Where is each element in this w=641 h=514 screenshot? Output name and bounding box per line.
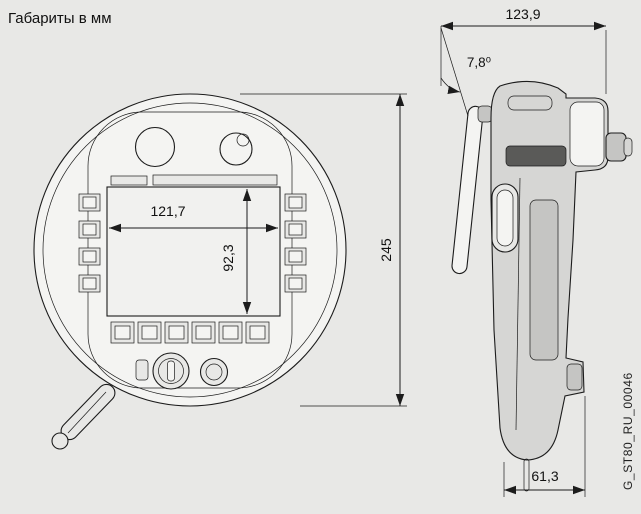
dimension-screen-height: 92,3 bbox=[220, 189, 252, 314]
illuminated-pushbutton-cap bbox=[205, 363, 223, 381]
side-view bbox=[451, 80, 633, 492]
cable-gland-cap bbox=[623, 137, 633, 157]
grip-opening-inner bbox=[496, 189, 514, 247]
device-inner-circle bbox=[42, 102, 338, 398]
display-housing-face bbox=[569, 101, 605, 167]
key-switch-ring bbox=[158, 358, 184, 384]
housing-dark-band bbox=[505, 145, 567, 167]
side-handle bbox=[451, 105, 484, 275]
label-strip-right bbox=[152, 174, 278, 186]
sensor-circle bbox=[219, 132, 253, 166]
label-strip-left bbox=[110, 175, 148, 186]
illuminated-pushbutton bbox=[199, 357, 229, 387]
angle-arc bbox=[440, 77, 461, 94]
dimension-side-bottom-width: 61,3 bbox=[503, 396, 586, 497]
display-screen bbox=[106, 186, 281, 317]
extension-line-slanted bbox=[440, 27, 469, 117]
function-key-cap bbox=[82, 277, 97, 290]
buzzer-circle bbox=[134, 126, 176, 168]
function-key-cap bbox=[141, 325, 158, 340]
tilt-angle-value: 7,8⁰ bbox=[467, 55, 491, 70]
key-row-bottom bbox=[110, 321, 270, 344]
lever-axis-line bbox=[67, 391, 107, 434]
side-top-width-value: 123,9 bbox=[505, 6, 540, 22]
overall-height-value: 245 bbox=[378, 238, 394, 262]
function-key-cap bbox=[82, 196, 97, 209]
function-key-cap bbox=[168, 325, 185, 340]
screen-width-value: 121,7 bbox=[150, 203, 185, 219]
function-key-cap bbox=[288, 277, 303, 290]
dimension-overall-height: 245 bbox=[240, 93, 407, 407]
key-column-right bbox=[284, 193, 307, 293]
rear-foot bbox=[566, 363, 583, 391]
dimension-tilt-angle: 7,8⁰ bbox=[440, 26, 491, 94]
function-key-cap bbox=[222, 325, 239, 340]
function-key-cap bbox=[82, 250, 97, 263]
handle-hinge bbox=[477, 105, 493, 123]
side-bottom-width-value: 61,3 bbox=[531, 468, 558, 484]
function-key-cap bbox=[288, 250, 303, 263]
key-column-left bbox=[78, 193, 101, 293]
function-key-cap bbox=[288, 223, 303, 236]
function-key-cap bbox=[249, 325, 266, 340]
function-key-cap bbox=[288, 196, 303, 209]
function-key-cap bbox=[82, 223, 97, 236]
dimension-side-top-width: 123,9 bbox=[440, 6, 607, 117]
top-slot bbox=[507, 95, 553, 111]
connector-slot bbox=[135, 359, 149, 381]
lever-knob bbox=[51, 432, 69, 450]
cable-gland bbox=[605, 132, 627, 162]
document-number: G_ST80_RU_00046 bbox=[621, 372, 635, 490]
function-key-cap bbox=[195, 325, 212, 340]
body-contour-line bbox=[515, 177, 521, 431]
body-mid-panel bbox=[529, 199, 559, 361]
sensor-lens-circle bbox=[236, 133, 250, 147]
screen-height-value: 92,3 bbox=[220, 244, 236, 271]
fold-out-lever bbox=[51, 383, 116, 450]
function-key-cap bbox=[114, 325, 131, 340]
key-switch-slot bbox=[167, 360, 175, 382]
drawing-title: Габариты в мм bbox=[8, 10, 112, 27]
